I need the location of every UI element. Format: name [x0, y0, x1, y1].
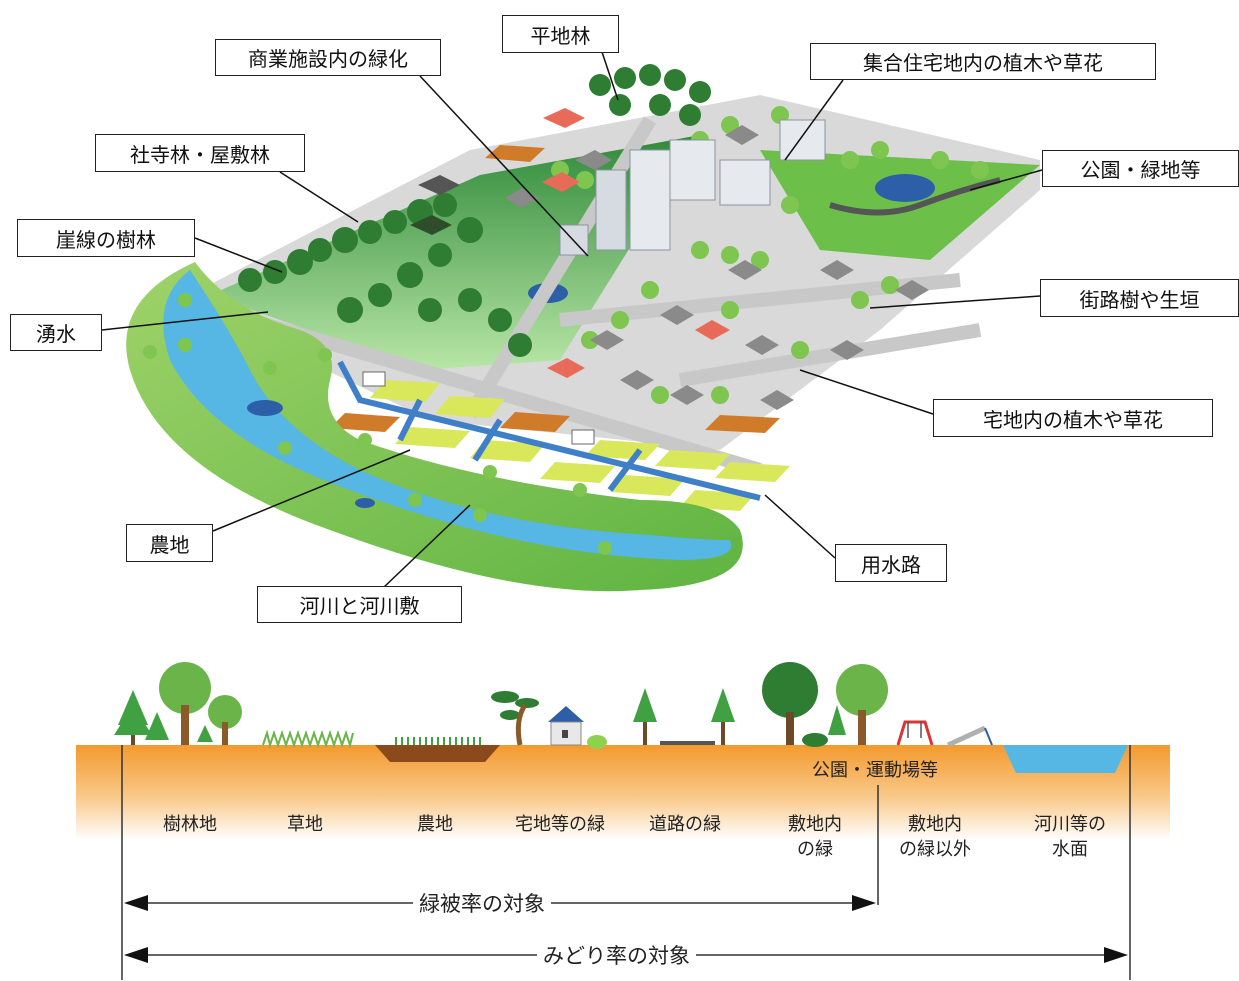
callout-gairoju: 街路樹や生垣	[1040, 279, 1239, 317]
label-kasen-line2: 水面	[1052, 839, 1088, 860]
label-jurinchi: 樹林地	[163, 814, 217, 835]
label-nouchi: 農地	[417, 814, 453, 835]
farm-plots	[330, 145, 790, 511]
callout-gaisen: 崖線の樹林	[17, 219, 195, 257]
river	[126, 262, 743, 592]
callout-yousuiro: 用水路	[835, 544, 947, 582]
soil-band	[76, 745, 1170, 840]
label-igai-line1: 敷地内	[908, 814, 962, 835]
callout-takuchi: 宅地内の植木や草花	[933, 399, 1213, 437]
label-shikichi-line2: の緑	[797, 839, 833, 860]
leader-lines	[101, 51, 1043, 589]
label-douro: 道路の緑	[649, 814, 721, 835]
forest-trees	[238, 64, 711, 357]
callout-nouchi: 農地	[126, 524, 213, 562]
callout-heichirin: 平地林	[502, 15, 619, 53]
callout-shuugou: 集合住宅地内の植木や草花	[810, 43, 1156, 80]
callout-kouen: 公園・緑地等	[1042, 150, 1239, 187]
label-kasen: 河川等の 水面	[1020, 812, 1120, 862]
callout-shaji: 社寺林・屋敷林	[95, 134, 305, 172]
callout-kasen: 河川と河川敷	[257, 586, 462, 623]
callout-yuusui: 湧水	[10, 314, 102, 351]
label-souchi: 草地	[287, 814, 323, 835]
label-igai: 敷地内 の緑以外	[885, 812, 985, 862]
irrigation-canal	[337, 360, 761, 501]
street-trees	[143, 106, 989, 555]
label-shikichi: 敷地内 の緑	[775, 812, 855, 862]
divider-lines	[121, 745, 1131, 980]
label-ryokuhi: 緑被率の対象	[413, 888, 551, 918]
surface-trees	[114, 662, 993, 749]
label-igai-line2: の緑以外	[899, 839, 971, 860]
buildings	[362, 108, 929, 445]
callout-shougyou: 商業施設内の緑化	[215, 39, 441, 76]
label-shikichi-line1: 敷地内	[788, 814, 842, 835]
label-kouen: 公園・運動場等	[812, 760, 938, 781]
label-midori: みどり率の対象	[537, 940, 696, 970]
label-takuchi: 宅地等の緑	[515, 814, 605, 835]
label-kasen-line1: 河川等の	[1034, 814, 1106, 835]
